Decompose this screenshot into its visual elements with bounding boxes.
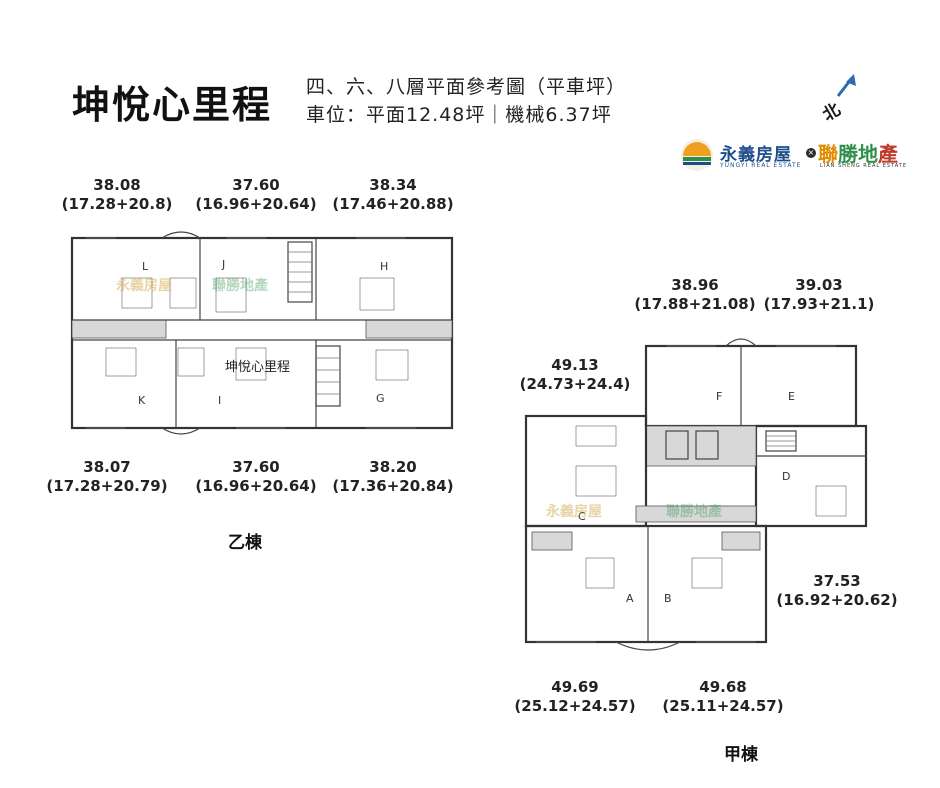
unit-H-label: 38.34 (17.46+20.88) bbox=[332, 176, 454, 213]
unit-J-label: 37.60 (16.96+20.64) bbox=[195, 176, 317, 213]
unit-B-label: 49.68 (25.11+24.57) bbox=[662, 678, 784, 715]
unit-G-label: 38.20 (17.36+20.84) bbox=[332, 458, 454, 495]
svg-text:I: I bbox=[218, 394, 221, 407]
svg-text:C: C bbox=[578, 510, 586, 523]
unit-K-label: 38.07 (17.28+20.79) bbox=[46, 458, 168, 495]
lians-en: LIAN SHENG REAL ESTATE bbox=[820, 163, 907, 169]
svg-text:G: G bbox=[376, 392, 385, 405]
svg-text:E: E bbox=[788, 390, 795, 403]
unit-D-label: 37.53 (16.92+20.62) bbox=[776, 572, 898, 609]
svg-text:H: H bbox=[380, 260, 388, 273]
svg-text:永義房屋: 永義房屋 bbox=[545, 503, 602, 520]
yungyi-en: YUNGYI REAL ESTATE bbox=[720, 162, 802, 169]
svg-text:A: A bbox=[626, 592, 634, 605]
logo-cross-icon: × bbox=[806, 148, 816, 158]
svg-text:L: L bbox=[142, 260, 149, 273]
yungyi-name: 永義房屋 bbox=[720, 145, 792, 165]
svg-text:D: D bbox=[782, 470, 790, 483]
parking-info: 車位：平面12.48坪｜機械6.37坪 bbox=[306, 104, 612, 126]
building-yi-label: 乙棟 bbox=[228, 533, 262, 553]
unit-L-label: 38.08 (17.28+20.8) bbox=[61, 176, 173, 213]
building-yi-floor-plan: L J H K I G 永義房屋 聯勝地產 bbox=[70, 231, 454, 435]
lians-name-text: 聯勝地產 bbox=[818, 138, 898, 167]
svg-text:B: B bbox=[664, 592, 672, 605]
building-jia-label: 甲棟 bbox=[724, 745, 758, 765]
floor-subtitle: 四、六、八層平面參考圖（平車坪） bbox=[306, 76, 627, 98]
svg-text:F: F bbox=[716, 390, 722, 403]
lians-name: 聯勝地產 bbox=[818, 138, 898, 167]
unit-F-label: 38.96 (17.88+21.08) bbox=[634, 276, 756, 313]
building-jia-floor-plan: F E D C A B 永義房屋 聯勝地產 bbox=[524, 338, 868, 651]
logo-area: 永義房屋 YUNGYI REAL ESTATE × 聯勝地產 LIAN SHEN… bbox=[680, 136, 910, 172]
svg-text:永義房屋: 永義房屋 bbox=[115, 277, 172, 294]
unit-A-label: 49.69 (25.12+24.57) bbox=[514, 678, 636, 715]
svg-text:K: K bbox=[138, 394, 146, 407]
page-title: 坤悅心里程 bbox=[72, 83, 273, 127]
yungyi-logo-icon bbox=[681, 139, 713, 171]
unit-I-label: 37.60 (16.96+20.64) bbox=[195, 458, 317, 495]
svg-text:J: J bbox=[221, 258, 225, 271]
unit-C-label: 49.13 (24.73+24.4) bbox=[519, 356, 631, 393]
north-arrow-icon bbox=[836, 74, 856, 97]
plan-name-label: 坤悅心里程 bbox=[225, 360, 291, 375]
unit-E-label: 39.03 (17.93+21.1) bbox=[763, 276, 875, 313]
svg-text:聯勝地產: 聯勝地產 bbox=[666, 503, 722, 520]
svg-text:聯勝地產: 聯勝地產 bbox=[212, 277, 268, 294]
